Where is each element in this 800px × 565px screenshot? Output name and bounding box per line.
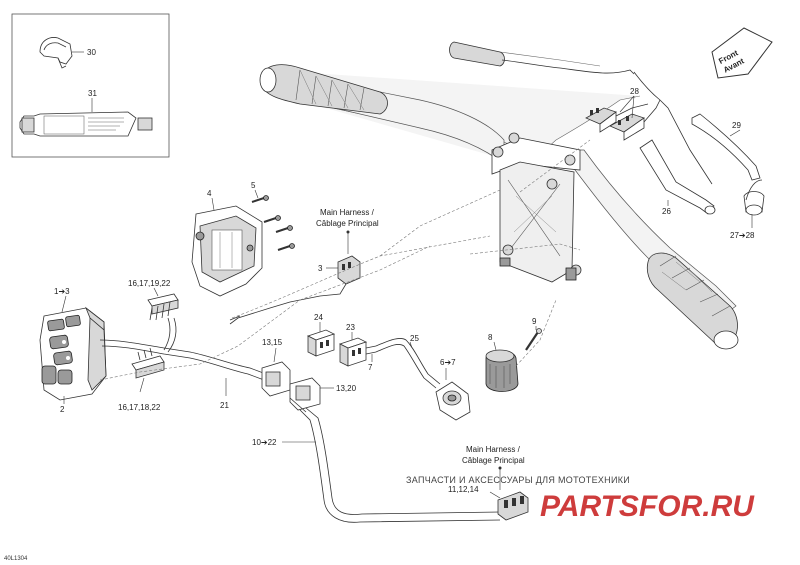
callout-10-22: 10➔22 xyxy=(252,438,277,447)
callout-16-17-19-22: 16,17,19,22 xyxy=(128,279,171,288)
callout-23: 23 xyxy=(346,323,355,332)
connector-3 xyxy=(229,255,361,325)
knob-8 xyxy=(485,349,519,392)
connector-16-17-19-22 xyxy=(147,293,179,321)
right-grip xyxy=(646,252,739,350)
callout-2: 2 xyxy=(60,405,65,414)
callout-28: 28 xyxy=(630,87,639,96)
cable-29 xyxy=(691,113,761,181)
callout-24: 24 xyxy=(314,313,323,322)
callout-7: 7 xyxy=(368,363,373,372)
harness-note-top-line1: Main Harness / xyxy=(320,208,375,217)
harness-10-22 xyxy=(289,397,501,523)
callout-25: 25 xyxy=(410,334,419,343)
pin-9 xyxy=(525,328,542,351)
callout-29: 29 xyxy=(732,121,741,130)
callout-9: 9 xyxy=(532,317,537,326)
callout-31: 31 xyxy=(88,89,97,98)
harness-21 xyxy=(99,317,267,381)
switch-housing-1-3 xyxy=(39,306,107,401)
tube-part-31 xyxy=(19,111,153,137)
callout-13-15: 13,15 xyxy=(262,338,283,347)
left-grip xyxy=(259,64,388,115)
callout-11-12-14: 11,12,14 xyxy=(448,485,479,494)
tube-27 xyxy=(743,179,765,216)
callout-1-3: 1➔3 xyxy=(54,287,70,296)
callout-8: 8 xyxy=(488,333,493,342)
callout-16-17-18-22: 16,17,18,22 xyxy=(118,403,161,412)
connector-23 xyxy=(338,337,377,367)
watermark: ЗАПЧАСТИ И АКСЕССУАРЫ ДЛЯ МОТОТЕХНИКИ PA… xyxy=(406,475,755,523)
callout-5: 5 xyxy=(251,181,256,190)
harness-note-bottom-line1: Main Harness / xyxy=(466,445,521,454)
watermark-caption: ЗАПЧАСТИ И АКСЕССУАРЫ ДЛЯ МОТОТЕХНИКИ xyxy=(406,475,630,485)
inset-box: 30 31 xyxy=(11,13,170,158)
connector-24 xyxy=(306,329,336,357)
screws-5 xyxy=(251,195,295,251)
watermark-logo: PARTSFOR.RU xyxy=(540,490,755,523)
harness-note-bottom-line2: Câblage Principal xyxy=(462,456,525,465)
routing-guides xyxy=(99,139,591,381)
figure-code: 40L1304 xyxy=(4,556,28,562)
connector-13-15 xyxy=(261,361,291,397)
callout-21: 21 xyxy=(220,401,229,410)
callout-30: 30 xyxy=(87,48,96,57)
callout-6-7: 6➔7 xyxy=(440,358,456,367)
connector-28b xyxy=(609,99,661,141)
housing-4 xyxy=(191,205,263,297)
callout-13-20: 13,20 xyxy=(336,384,357,393)
harness-25 xyxy=(375,338,441,389)
callout-4: 4 xyxy=(207,189,212,198)
riser-clamp xyxy=(491,132,582,283)
connector-28a xyxy=(585,103,649,133)
connector-13-20 xyxy=(289,377,321,411)
callout-27-28: 27➔28 xyxy=(730,231,755,240)
connector-16-17-18-22 xyxy=(131,347,165,379)
handlebar xyxy=(259,41,739,350)
connector-11-12-14 xyxy=(497,491,529,521)
callout-26: 26 xyxy=(662,207,671,216)
front-direction-badge: Front Avant xyxy=(711,27,773,79)
harness-note-top-line2: Câblage Principal xyxy=(316,219,379,228)
switch-6-7 xyxy=(435,381,471,421)
clip-part-30 xyxy=(39,37,73,69)
callout-3: 3 xyxy=(318,264,323,273)
tube-26 xyxy=(639,139,716,215)
